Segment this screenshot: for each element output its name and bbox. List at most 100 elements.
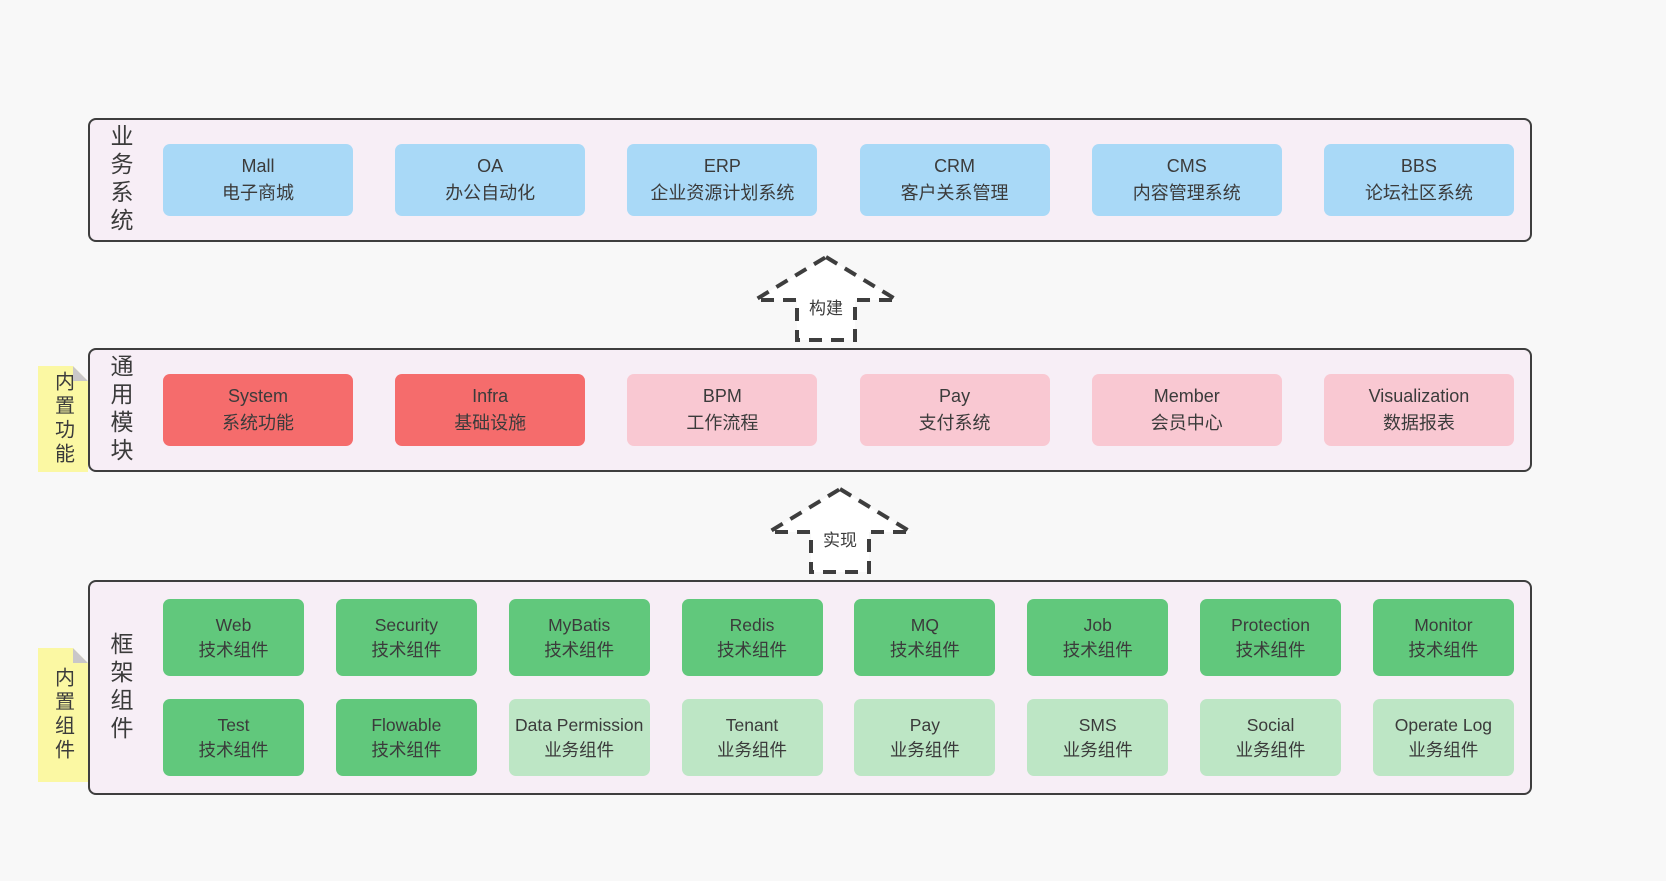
box-title: Redis [729,615,775,636]
layer-rows: Web 技术组件 Security 技术组件 MyBatis 技术组件 Redi… [137,599,1530,776]
box-subtitle: 技术组件 [371,639,442,660]
box-title: System [227,386,288,406]
box-subtitle: 业务组件 [1062,739,1133,760]
box-title: Protection [1231,615,1310,636]
folded-corner-icon [73,648,88,663]
box-web: Web 技术组件 [163,599,304,676]
box-pay-biz: Pay 业务组件 [854,699,996,776]
box-pay: Pay 支付系统 [859,374,1050,446]
box-erp: ERP 企业资源计划系统 [627,144,818,216]
box-bbs: BBS 论坛社区系统 [1323,144,1514,216]
box-tenant: Tenant 业务组件 [681,699,823,776]
box-title: Tenant [725,715,779,736]
box-title: BBS [1400,156,1437,176]
box-subtitle: 办公自动化 [445,183,536,203]
box-data-permission: Data Permission 业务组件 [508,699,650,776]
box-subtitle: 技术组件 [1235,639,1306,660]
box-mall: Mall 电子商城 [163,144,353,216]
box-title: Data Permission [514,715,644,736]
box-subtitle: 客户关系管理 [900,183,1009,203]
box-mq: MQ 技术组件 [854,599,996,676]
box-social: Social 业务组件 [1200,699,1342,776]
box-title: CRM [934,156,976,176]
box-subtitle: 技术组件 [717,639,788,660]
box-system: System 系统功能 [163,374,353,446]
box-subtitle: 技术组件 [544,639,615,660]
folded-corner-icon [73,366,88,381]
layer-boxes: System 系统功能 Infra 基础设施 BPM 工作流程 Pay 支付系统… [137,374,1530,446]
component-row-tech: Web 技术组件 Security 技术组件 MyBatis 技术组件 Redi… [163,599,1514,676]
box-title: Visualization [1368,386,1470,406]
box-subtitle: 会员中心 [1150,413,1223,433]
sticky-note-built-in-features: 内置功能 [38,366,88,472]
box-test: Test 技术组件 [163,699,304,776]
box-title: Monitor [1414,615,1473,636]
box-title: Member [1153,386,1220,406]
build-arrow: 构建 [751,254,901,344]
box-protection: Protection 技术组件 [1200,599,1342,676]
box-cms: CMS 内容管理系统 [1091,144,1282,216]
box-title: Pay [939,386,971,406]
layer-boxes: Mall 电子商城 OA 办公自动化 ERP 企业资源计划系统 CRM 客户关系… [137,144,1530,216]
box-security: Security 技术组件 [335,599,477,676]
box-title: Security [374,615,438,636]
box-subtitle: 电子商城 [222,183,294,203]
box-subtitle: 技术组件 [1062,639,1133,660]
layer-common-modules: 通用模块 System 系统功能 Infra 基础设施 BPM 工作流程 Pay… [88,348,1532,472]
box-subtitle: 业务组件 [1408,739,1479,760]
box-subtitle: 业务组件 [889,739,960,760]
box-subtitle: 业务组件 [544,739,615,760]
component-row-business: Test 技术组件 Flowable 技术组件 Data Permission … [163,699,1514,776]
box-title: OA [477,156,504,176]
box-title: Operate Log [1394,715,1493,736]
box-title: ERP [703,156,741,176]
sticky-note-built-in-components: 内置组件 [38,648,88,782]
box-title: Web [215,615,252,636]
box-bpm: BPM 工作流程 [627,374,818,446]
box-visualization: Visualization 数据报表 [1323,374,1514,446]
box-title: Infra [472,386,509,406]
box-subtitle: 系统功能 [222,413,294,433]
box-title: Job [1083,615,1112,636]
box-redis: Redis 技术组件 [681,599,823,676]
box-crm: CRM 客户关系管理 [859,144,1050,216]
box-title: Pay [909,715,940,736]
box-subtitle: 技术组件 [198,639,269,660]
layer-label: 通用模块 [107,354,133,466]
box-subtitle: 论坛社区系统 [1364,183,1473,203]
box-job: Job 技术组件 [1027,599,1169,676]
box-sms: SMS 业务组件 [1027,699,1169,776]
layer-business-systems: 业务系统 Mall 电子商城 OA 办公自动化 ERP 企业资源计划系统 CRM… [88,118,1532,242]
box-subtitle: 工作流程 [686,413,759,433]
box-infra: Infra 基础设施 [395,374,586,446]
box-monitor: Monitor 技术组件 [1372,599,1514,676]
box-subtitle: 技术组件 [371,739,442,760]
box-flowable: Flowable 技术组件 [335,699,477,776]
layer-framework-components: 框架组件 Web 技术组件 Security 技术组件 MyBatis 技术组件… [88,580,1532,795]
layer-label: 业务系统 [107,124,133,236]
box-subtitle: 业务组件 [717,739,788,760]
arrow-label: 构建 [806,294,846,319]
box-subtitle: 基础设施 [454,413,527,433]
box-title: Mall [241,156,275,176]
box-title: MQ [910,615,939,636]
box-title: MyBatis [548,615,611,636]
box-subtitle: 内容管理系统 [1132,183,1241,203]
box-subtitle: 支付系统 [918,413,991,433]
box-member: Member 会员中心 [1091,374,1282,446]
sticky-label: 内置功能 [51,371,74,467]
box-oa: OA 办公自动化 [395,144,586,216]
implement-arrow: 实现 [765,486,915,576]
box-title: Test [217,715,250,736]
box-title: SMS [1078,715,1117,736]
box-subtitle: 技术组件 [198,739,269,760]
box-title: CMS [1166,156,1207,176]
box-title: BPM [702,386,742,406]
box-title: Flowable [371,715,442,736]
box-subtitle: 技术组件 [1408,639,1479,660]
sticky-label: 内置组件 [51,667,74,763]
layer-label: 框架组件 [107,631,133,744]
box-subtitle: 企业资源计划系统 [650,183,795,203]
box-subtitle: 业务组件 [1235,739,1306,760]
